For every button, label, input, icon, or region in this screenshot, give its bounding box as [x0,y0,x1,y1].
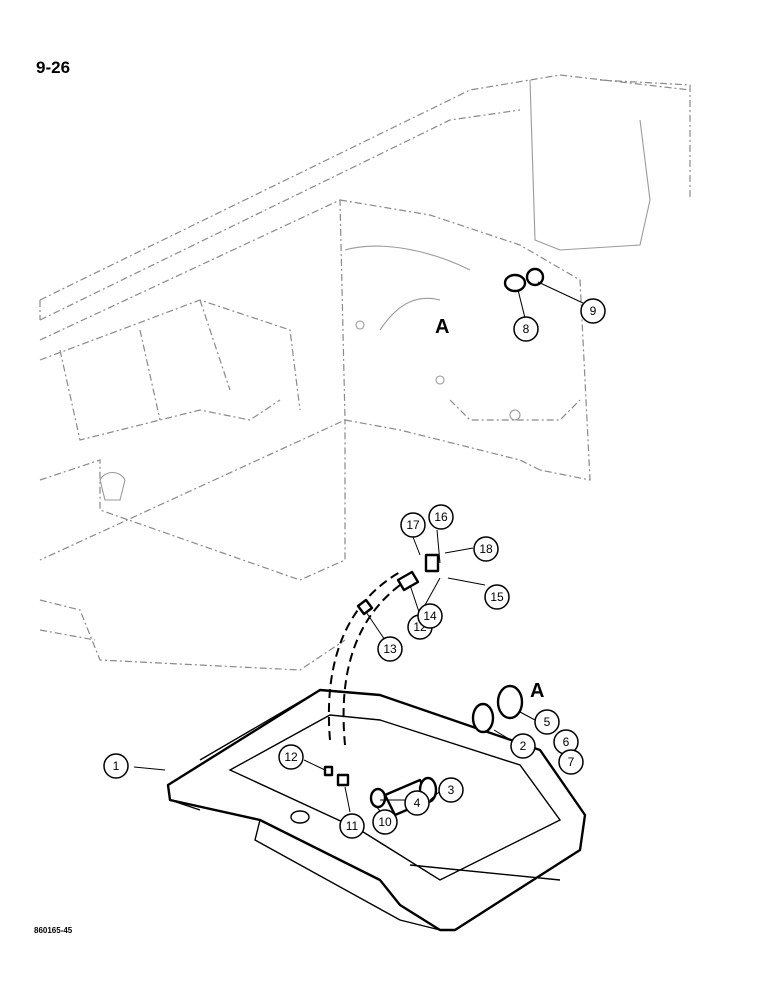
callout-7: 7 [558,749,584,775]
callout-10: 10 [372,809,398,835]
callout-1: 1 [103,753,129,779]
svg-text:9: 9 [590,304,597,318]
callout-13: 13 [377,636,403,662]
svg-text:6: 6 [563,735,570,749]
snap-ring [369,787,387,809]
reference-label-lower: A [530,680,544,702]
svg-text:2: 2 [520,739,527,753]
callout-15: 15 [484,584,510,610]
figure-code: 860165-45 [34,926,73,935]
svg-text:8: 8 [523,322,530,336]
page-number: 9-26 [36,58,71,77]
callout-11: 11 [339,813,365,839]
reference-label-upper: A [435,316,449,338]
svg-text:1: 1 [113,759,120,773]
leader-lines [133,281,584,813]
elbow [336,773,350,787]
hydraulic-hose [342,577,411,746]
svg-text:4: 4 [414,796,421,810]
callout-9: 9 [580,298,606,324]
tractor-frame-ghost [39,74,691,671]
callout-16: 16 [428,504,454,530]
svg-text:3: 3 [448,783,455,797]
washer-8 [503,273,527,293]
svg-text:12: 12 [284,750,298,764]
nut-9 [525,267,545,287]
callout-4: 4 [404,790,430,816]
svg-text:15: 15 [490,590,504,604]
callout-14: 14 [417,603,443,629]
callout-6: 6 [553,729,579,755]
callout-8: 8 [513,316,539,342]
callout-18: 18 [473,536,499,562]
callout-12-lower: 12 [278,744,304,770]
svg-text:11: 11 [346,819,359,833]
hose-fitting [323,765,334,777]
bracket-plate [424,553,440,573]
hydraulic-hose [327,571,401,741]
clamp [356,598,374,616]
fitting [396,570,420,592]
callout-3: 3 [438,777,464,803]
callout-2: 2 [510,733,536,759]
svg-text:14: 14 [423,609,437,623]
svg-text:5: 5 [544,715,551,729]
support-frame [166,688,587,932]
svg-text:17: 17 [406,518,420,532]
svg-text:16: 16 [434,510,448,524]
thrust-washer [496,684,524,720]
bushing [471,702,495,734]
svg-text:18: 18 [479,542,493,556]
svg-text:10: 10 [378,815,392,829]
svg-text:13: 13 [383,642,397,656]
callout-5: 5 [534,709,560,735]
callout-17: 17 [400,512,426,538]
svg-text:7: 7 [568,755,575,769]
